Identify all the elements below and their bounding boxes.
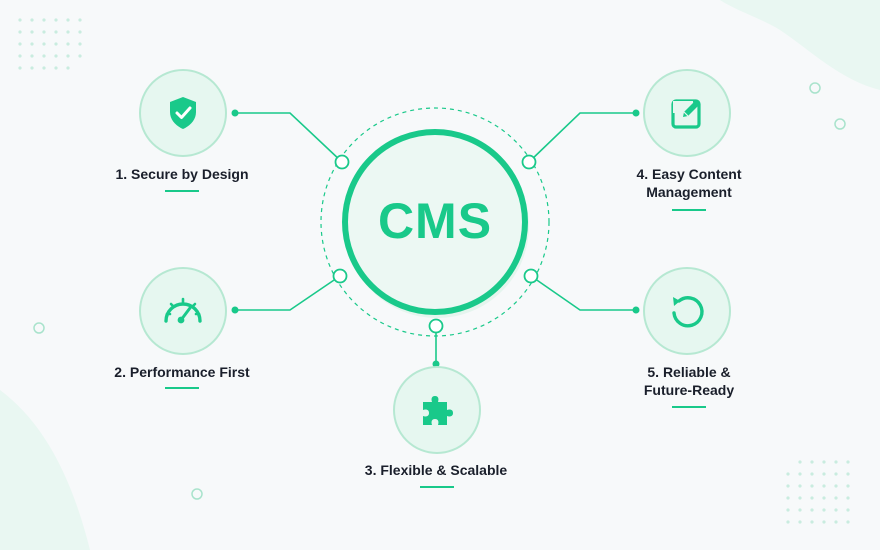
item-5-number: 5. [647, 364, 660, 380]
item-4-label: 4. Easy Content Management [579, 165, 799, 201]
connector-4 [528, 112, 636, 163]
bottom-left-blob [0, 390, 90, 550]
item-4-underline [672, 209, 706, 211]
flexible-icon-badge [393, 366, 481, 454]
shield-check-icon [170, 97, 196, 129]
connector-5 [530, 275, 636, 311]
inner-hub [342, 129, 528, 315]
connector-1 [235, 112, 343, 163]
item-3-number: 3. [364, 462, 377, 478]
refresh-icon [672, 296, 704, 328]
item-3-underline [420, 486, 454, 488]
outer-dashed-ring [320, 107, 550, 337]
item-3-label: 3. Flexible & Scalable [326, 461, 546, 479]
hub-rings [332, 154, 539, 334]
speedometer-icon [164, 297, 202, 324]
puzzle-icon [423, 396, 453, 425]
item-4-text-line2: Management [646, 184, 732, 200]
deco-ring [834, 118, 846, 130]
item-2-underline [165, 387, 199, 389]
item-3-text: Flexible & Scalable [380, 462, 508, 478]
edit-icon [671, 99, 701, 129]
cms-title: CMS [377, 193, 493, 249]
deco-ring [33, 322, 45, 334]
item-1-label: 1. Secure by Design [72, 165, 292, 183]
deco-ring [191, 488, 203, 500]
item-1-underline [165, 190, 199, 192]
connector-2 [235, 275, 341, 311]
performance-icon-badge [139, 267, 227, 355]
item-5-underline [672, 406, 706, 408]
deco-ring [809, 82, 821, 94]
reliable-icon-badge [643, 267, 731, 355]
item-4-number: 4. [636, 166, 649, 182]
dot-grid-bottom-right [786, 460, 850, 524]
item-2-label: 2. Performance First [72, 363, 292, 381]
connector-dots [231, 109, 640, 368]
secure-icon-badge [139, 69, 227, 157]
item-5-text-line2: Future-Ready [643, 382, 735, 398]
connectors [235, 112, 636, 364]
content-icon-badge [643, 69, 731, 157]
item-2-number: 2. [114, 364, 126, 380]
item-1-number: 1. [115, 166, 128, 182]
item-5-text-line1: Reliable & [662, 364, 731, 380]
top-right-blob [720, 0, 880, 90]
item-4-text-line1: Easy Content [652, 166, 742, 182]
item-1-text: Secure by Design [131, 166, 249, 182]
item-2-text: Performance First [129, 364, 250, 380]
item-5-label: 5. Reliable & Future-Ready [579, 363, 799, 399]
dot-grid-top-left [18, 18, 82, 70]
